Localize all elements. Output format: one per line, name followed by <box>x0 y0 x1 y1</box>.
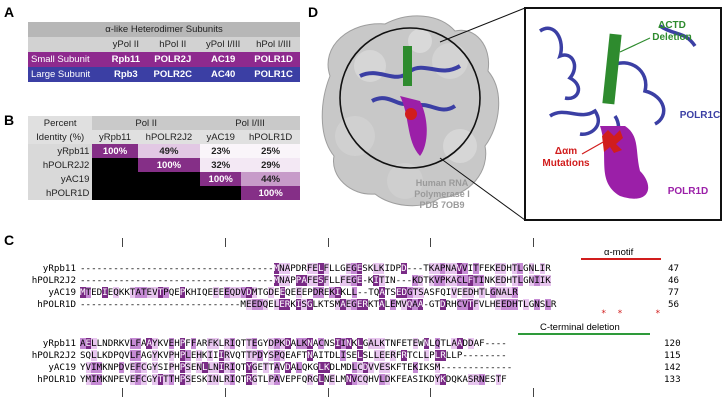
group-header: Pol II <box>92 116 201 130</box>
seq-end: 56 <box>668 299 680 310</box>
table-cell: 25% <box>241 144 300 158</box>
zoom-circle <box>339 27 481 169</box>
seq-name: yAC19 <box>48 287 76 298</box>
row-label: hPOLR2J2 <box>28 158 93 172</box>
structure-caption-1: Human RNA <box>416 178 469 188</box>
seq-row: -----------------------------MEEDQELERKI… <box>80 299 557 310</box>
col-header: hPOLR2J2 <box>137 130 201 144</box>
table-cell: 29% <box>241 158 300 172</box>
panel-label-c: C <box>4 232 15 248</box>
col-header: hPol II <box>159 39 187 50</box>
am-arrow <box>581 140 606 155</box>
seq-row: YMIMKNPEVEFCGYTTTHPSESKINLRIQTRGTLPAVEPF… <box>80 374 507 385</box>
col-header: hPOLR1D <box>241 130 300 144</box>
col-header: yRpb11 <box>92 130 138 144</box>
zoom-mutation-site <box>602 130 623 153</box>
ctd-deletion-label: C-terminal deletion <box>540 322 620 333</box>
table-cell: AC19 <box>199 52 248 67</box>
row-label: Small Subunit <box>28 52 106 67</box>
seq-end: 142 <box>664 362 681 373</box>
polr1d-label: POLR1D <box>668 186 709 197</box>
ctd-helix <box>403 46 412 86</box>
row-label: yRpb11 <box>28 144 93 158</box>
seq-row: -----------------------------------MNAPP… <box>80 275 551 286</box>
col-header: yPol II <box>112 39 140 50</box>
seq-row: AELLNDRKVLFAAYKVEHPFFARFKLRIQTTEGYDPKDAL… <box>80 338 507 349</box>
mutation-site <box>405 108 417 120</box>
seq-end: 120 <box>664 338 681 349</box>
table-cell: 23% <box>200 144 242 158</box>
seq-end: 47 <box>668 263 680 274</box>
structure-caption-3: PDB 7OB9 <box>419 200 464 210</box>
group-header: Pol I/III <box>200 116 300 130</box>
seq-end: 46 <box>668 275 680 286</box>
table-cell: 49% <box>137 144 201 158</box>
identity-table: Percent Pol II Pol I/III Identity (%) yR… <box>28 116 300 200</box>
row-label: Large Subunit <box>28 67 106 82</box>
heterodimer-table: α-like Heterodimer Subunits yPol II hPol… <box>28 22 300 82</box>
table-cell: POLR2C <box>146 67 200 82</box>
structure-figure: Human RNA Polymerase I PDB 7OB9 ΔCTD Del… <box>321 7 722 221</box>
seq-name: hPOLR2J2 <box>31 350 76 361</box>
corner-label: Percent <box>28 116 93 130</box>
seq-name: hPOLR1D <box>37 299 76 310</box>
table-cell: Rpb3 <box>105 67 147 82</box>
seq-name: yRpb11 <box>42 338 76 349</box>
heterodimer-title: α-like Heterodimer Subunits <box>28 22 300 37</box>
table-cell: 100% <box>92 144 138 158</box>
row-label: yAC19 <box>28 172 93 186</box>
col-header: yAC19 <box>200 130 242 144</box>
seq-name: hPOLR2J2 <box>31 275 76 286</box>
row-label: hPOLR1D <box>28 186 93 200</box>
seq-row: -----------------------------------MNAPD… <box>80 263 551 274</box>
seq-end: 77 <box>668 287 680 298</box>
am-label: Δαm <box>555 146 577 157</box>
seq-row: MTEDIEQKKTATEVTPQEPKHIQEEEEQDVDMTGDEEQEE… <box>80 287 518 298</box>
panel-label-d: D <box>308 4 319 20</box>
seq-name: yRpb11 <box>42 263 76 274</box>
polr1c-label: POLR1C <box>680 110 721 121</box>
corner-label: Identity (%) <box>28 130 93 144</box>
panel-label-a: A <box>4 4 15 20</box>
seq-name: yAC19 <box>48 362 76 373</box>
seq-row: SQLLKDPQVLFAGYKVPHPLEHKIIIRVQTTPDYSPQEAF… <box>80 350 507 361</box>
table-cell: 100% <box>200 172 242 186</box>
ctd-label-2: Deletion <box>652 32 691 43</box>
structure-caption-2: Polymerase I <box>414 189 470 199</box>
table-cell: 100% <box>241 186 300 200</box>
ctd-deletion-bar <box>518 333 650 335</box>
table-cell: 32% <box>200 158 242 172</box>
panel-label-b: B <box>4 112 15 128</box>
seq-end: 115 <box>664 350 681 361</box>
ctd-label: ΔCTD <box>658 20 686 31</box>
am-label-2: Mutations <box>542 158 590 169</box>
ctd-arrow <box>619 37 651 53</box>
table-cell: 100% <box>137 158 201 172</box>
table-cell: Rpb11 <box>105 52 147 67</box>
table-cell: 44% <box>241 172 300 186</box>
motif-label: α-motif <box>604 247 634 258</box>
col-header: yPol I/III <box>205 39 241 50</box>
table-cell: POLR1D <box>247 52 300 67</box>
motif-bar <box>581 258 661 260</box>
zoom-line-top <box>439 7 526 43</box>
seq-name: hPOLR1D <box>37 374 76 385</box>
seq-row: YVIMKNPDVEFCGYSIPHPSENLLNIRIQTYGETTAVDAL… <box>80 362 513 373</box>
table-cell: POLR1C <box>247 67 300 82</box>
table-cell: POLR2J <box>146 52 200 67</box>
col-header: hPol I/III <box>256 39 291 50</box>
seq-end: 133 <box>664 374 681 385</box>
zoom-ctd-helix <box>602 33 622 105</box>
zoom-line-bottom <box>439 157 526 221</box>
table-cell: AC40 <box>199 67 248 82</box>
mutation-stars: * * * <box>601 309 661 319</box>
